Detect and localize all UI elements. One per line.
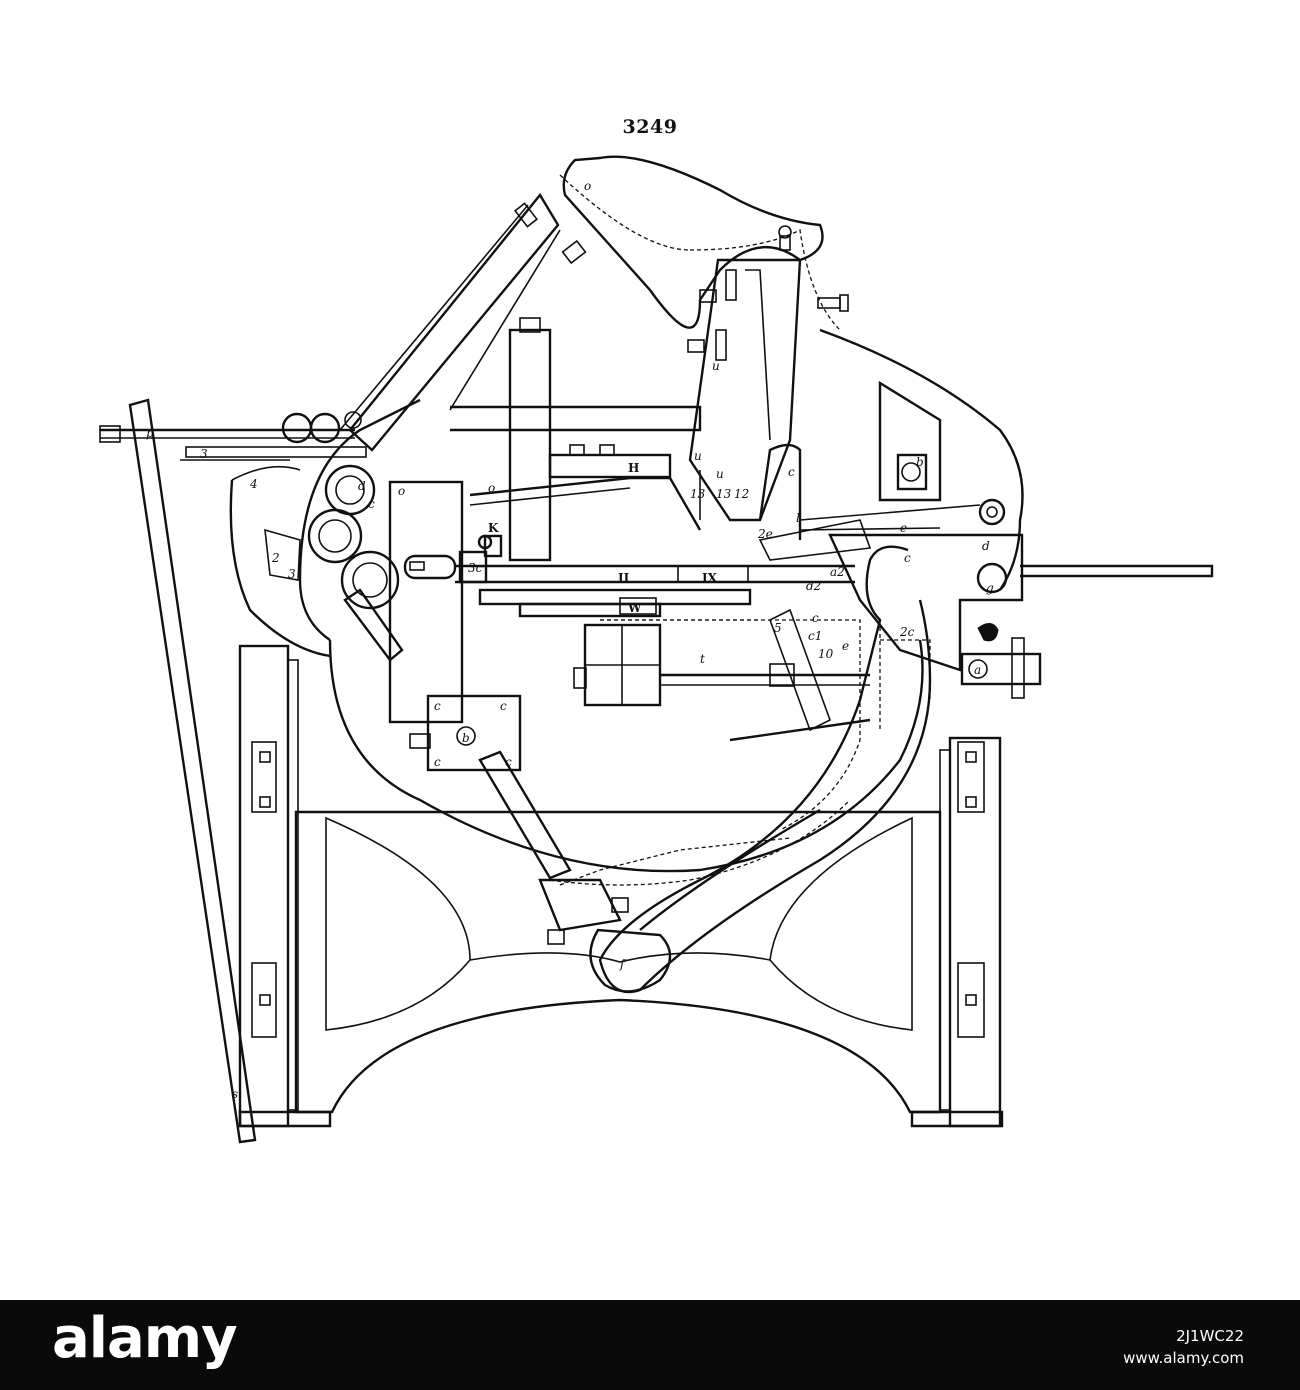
svg-text:u: u	[694, 449, 702, 463]
svg-text:d: d	[358, 479, 366, 493]
svg-text:3: 3	[288, 567, 296, 581]
engraving-plate: 3249	[99, 116, 1214, 1144]
svg-text:c: c	[434, 755, 441, 769]
svg-text:IX: IX	[702, 571, 718, 585]
svg-text:l: l	[796, 511, 800, 525]
svg-text:10: 10	[818, 647, 834, 661]
left-rod	[99, 398, 367, 1144]
svg-text:a2: a2	[830, 565, 845, 579]
svg-text:u: u	[716, 467, 724, 481]
upper-arm	[339, 155, 849, 452]
svg-text:2c: 2c	[899, 625, 915, 639]
svg-text:3: 3	[200, 447, 208, 461]
svg-text:c: c	[812, 611, 819, 625]
site-url[interactable]: www.alamy.com	[1123, 1349, 1244, 1367]
drawing-labels: p s 3 4 2 3 o o o d c c c c c b K 3c H I…	[146, 179, 994, 1101]
svg-text:c: c	[500, 699, 507, 713]
svg-text:c: c	[505, 755, 512, 769]
svg-text:d2: d2	[806, 579, 821, 593]
right-slide	[559, 380, 1214, 994]
svg-text:II: II	[618, 571, 630, 585]
inclined-block	[687, 258, 802, 540]
image-id: 2J1WC22	[1176, 1327, 1244, 1345]
svg-text:2e: 2e	[757, 527, 773, 541]
svg-text:b: b	[916, 455, 924, 469]
base-stand	[238, 644, 1004, 1128]
svg-text:c: c	[368, 497, 375, 511]
svg-text:5: 5	[774, 621, 782, 635]
svg-text:t: t	[700, 652, 705, 666]
svg-text:b: b	[462, 731, 470, 745]
svg-text:13: 13	[690, 487, 706, 501]
svg-text:c: c	[434, 699, 441, 713]
ring-cluster	[264, 464, 404, 662]
figure-number: 3249	[622, 116, 678, 138]
svg-text:12: 12	[734, 487, 749, 501]
svg-text:f: f	[619, 957, 627, 971]
svg-text:c: c	[788, 465, 795, 479]
svg-text:o: o	[398, 484, 405, 498]
alamy-logo: alamy	[52, 1306, 238, 1371]
machine-drawing: p s 3 4 2 3 o o o d c c c c c b K 3c H I…	[99, 155, 1214, 1144]
svg-text:e: e	[900, 521, 907, 535]
svg-text:p: p	[146, 426, 154, 440]
central-carriage	[388, 317, 870, 945]
svg-text:4: 4	[249, 477, 258, 491]
svg-text:K: K	[488, 521, 499, 535]
svg-text:u: u	[712, 359, 720, 373]
lower-arm	[589, 808, 821, 993]
main-body	[229, 174, 1024, 886]
svg-text:c: c	[904, 551, 911, 565]
svg-text:c1: c1	[808, 629, 822, 643]
svg-text:g: g	[986, 581, 994, 595]
svg-text:3c: 3c	[468, 561, 483, 575]
svg-text:s: s	[232, 1087, 238, 1101]
svg-text:o: o	[584, 179, 591, 193]
svg-text:13: 13	[716, 487, 732, 501]
svg-text:W: W	[627, 601, 642, 615]
svg-text:d: d	[982, 539, 990, 553]
svg-text:a: a	[974, 663, 981, 677]
svg-text:o: o	[488, 481, 495, 495]
svg-text:2: 2	[271, 551, 280, 565]
svg-text:e: e	[842, 639, 849, 653]
svg-text:H: H	[628, 461, 639, 475]
watermark-banner: alamy 2J1WC22 www.alamy.com	[0, 1300, 1300, 1390]
